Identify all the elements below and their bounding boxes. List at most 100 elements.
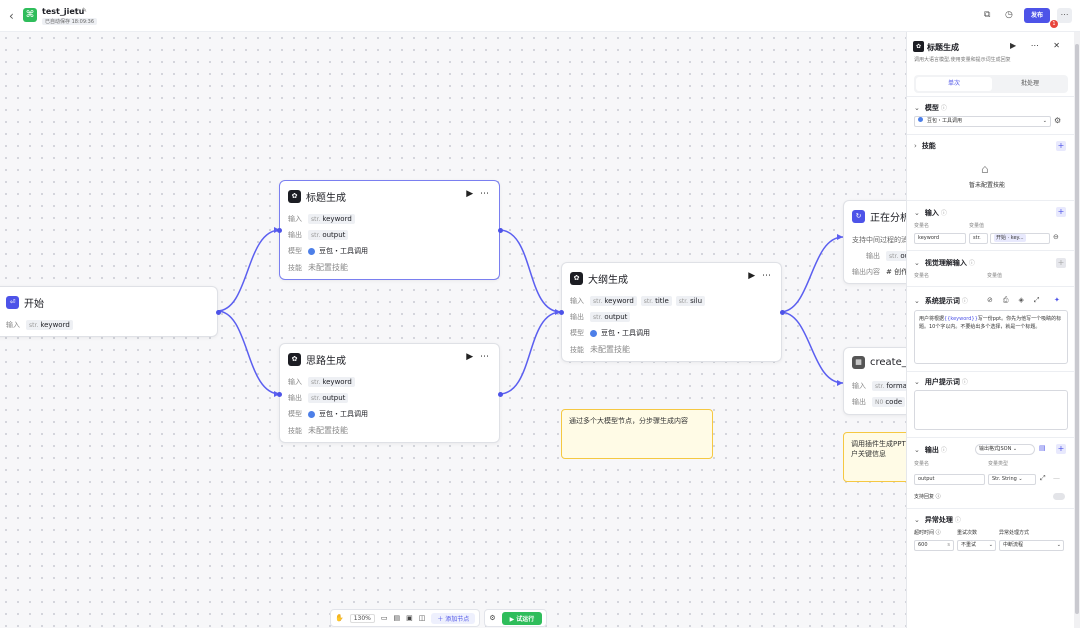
back-icon[interactable]: ‹ <box>9 9 14 23</box>
panel-actions[interactable]: ▶ ⋯ ✕ <box>1010 41 1066 50</box>
more-menu-button[interactable]: ⋯ <box>1057 8 1072 23</box>
var-value-label: 变量值 <box>987 273 1003 279</box>
output-format-select[interactable]: 输出格式JSON ⌄ <box>975 444 1035 455</box>
project-name: test_jietu <box>42 7 85 16</box>
node-start[interactable]: ⏎ 开始 输入 str.keyword <box>0 286 221 337</box>
node-title: create_ <box>870 357 906 368</box>
hand-tool-icon[interactable]: ✋ <box>335 614 344 622</box>
output-port[interactable] <box>780 310 785 315</box>
model-value: 豆包・工具调用 <box>319 410 368 418</box>
node-actions[interactable]: ▶ ⋯ <box>466 352 491 362</box>
node-title: 思路生成 <box>306 356 346 367</box>
input-port[interactable] <box>559 310 564 315</box>
output-label: 输出 <box>288 394 302 402</box>
output-port[interactable] <box>498 228 503 233</box>
model-icon <box>590 329 597 337</box>
add-output-button[interactable]: + <box>1056 444 1066 454</box>
output-var-type[interactable]: Str. String ⌄ <box>988 474 1036 485</box>
add-input-button[interactable]: + <box>1056 207 1066 217</box>
debug-icon[interactable]: ⚙ <box>489 614 496 622</box>
input-port[interactable] <box>277 228 282 233</box>
method-select[interactable]: 中断流程⌄ <box>999 540 1064 551</box>
panel-scrollbar[interactable] <box>1074 32 1080 628</box>
content-label: 输出内容 <box>852 268 880 276</box>
ai-optimize-icon[interactable]: ✦ <box>1054 296 1060 304</box>
prompt-tools[interactable]: ⊘⎙◈⤢ <box>987 296 1050 304</box>
plugin-icon: ▦ <box>852 356 865 369</box>
edit-icon[interactable]: ✎ <box>82 7 88 14</box>
input-label: 输入 <box>288 215 302 223</box>
output-label: 输出 <box>570 313 584 321</box>
input-var-type[interactable]: str. <box>969 233 988 244</box>
add-node-button[interactable]: ＋ 添加节点 <box>431 612 476 624</box>
section-skill[interactable]: ›技能 <box>914 142 936 150</box>
info-icon[interactable]: ⓘ <box>74 9 81 16</box>
edge-start-title <box>216 229 281 312</box>
user-prompt-editor[interactable] <box>914 390 1068 430</box>
scrollbar-thumb[interactable] <box>1075 44 1079 614</box>
node-actions[interactable]: ▶ ⋯ <box>466 189 491 199</box>
output-var-name[interactable]: output <box>914 474 985 485</box>
node-outline-gen[interactable]: ✿ 大纲生成 ▶ ⋯ 输入 str.keyword str.title str.… <box>559 262 785 362</box>
input-label: 输入 <box>852 382 866 390</box>
output-port[interactable] <box>216 310 221 315</box>
expand-icon[interactable]: ⤢ <box>1040 474 1046 482</box>
zoom-select[interactable]: 130% <box>349 613 375 623</box>
output-doc-icon[interactable]: ▤ <box>1039 444 1046 452</box>
info-icon: ⓘ <box>961 298 968 305</box>
comment-icon[interactable]: ▭ <box>380 614 388 622</box>
image-icon[interactable]: ▣ <box>406 614 413 622</box>
var-chip: str.keyword <box>26 320 73 330</box>
copy-icon[interactable]: ⧉ <box>984 10 991 20</box>
message-icon: ↻ <box>852 210 865 223</box>
var-name-label: 变量名 <box>914 273 930 279</box>
divider <box>907 250 1074 251</box>
comment-note[interactable]: 调用插件生成PPT 用户关键信息 <box>843 432 906 482</box>
comment-note[interactable]: 通过多个大模型节点，分步骤生成内容 <box>561 409 713 459</box>
panel-description: 调用大语言模型,使用变量和提示词生成回复 <box>914 57 1011 63</box>
input-var-ref[interactable]: 开始 · key... <box>990 233 1050 244</box>
publish-button[interactable]: 发布 <box>1024 8 1050 23</box>
model-select[interactable]: 豆包・工具调用⌄ <box>914 116 1051 127</box>
canvas-controls: ✋ 130% ▭ ▤ ▣ ◫ ＋ 添加节点 <box>330 609 481 627</box>
tab-single[interactable]: 单次 <box>916 77 992 91</box>
run-controls: ⚙ ▶ 试运行 <box>484 609 548 627</box>
node-actions[interactable]: ▶ ⋯ <box>748 271 773 281</box>
history-icon[interactable]: ◷ <box>1005 10 1013 20</box>
test-run-button[interactable]: ▶ 试运行 <box>501 611 543 625</box>
model-settings-icon[interactable]: ⚙ <box>1054 116 1062 125</box>
tab-batch[interactable]: 批处理 <box>1020 80 1039 87</box>
retry-select[interactable]: 不重试⌄ <box>957 540 996 551</box>
info-icon: ⓘ <box>961 379 968 386</box>
divider <box>907 286 1074 287</box>
skill-label: 技能 <box>288 263 302 272</box>
add-vision-button[interactable]: + <box>1056 258 1066 268</box>
add-skill-button[interactable]: + <box>1056 141 1066 151</box>
layout-icon[interactable]: ▤ <box>393 614 401 622</box>
remove-icon[interactable]: ⊖ <box>1053 233 1059 241</box>
output-label: 输出 <box>866 252 880 260</box>
remove-icon[interactable]: — <box>1053 474 1060 482</box>
input-port[interactable] <box>277 392 282 397</box>
var-chip: str.silu <box>675 296 706 306</box>
reply-toggle[interactable] <box>1053 493 1065 500</box>
output-port[interactable] <box>498 392 503 397</box>
edge-layer <box>216 227 844 397</box>
input-var-name[interactable]: keyword <box>914 233 966 244</box>
minimap-icon[interactable]: ◫ <box>418 614 426 622</box>
var-name-label: 变量名 <box>914 223 930 229</box>
system-prompt-editor[interactable]: 用户将根据{{keyword}}写一份ppt。你先为他写一个吸睛的标题。10个字… <box>914 310 1068 364</box>
